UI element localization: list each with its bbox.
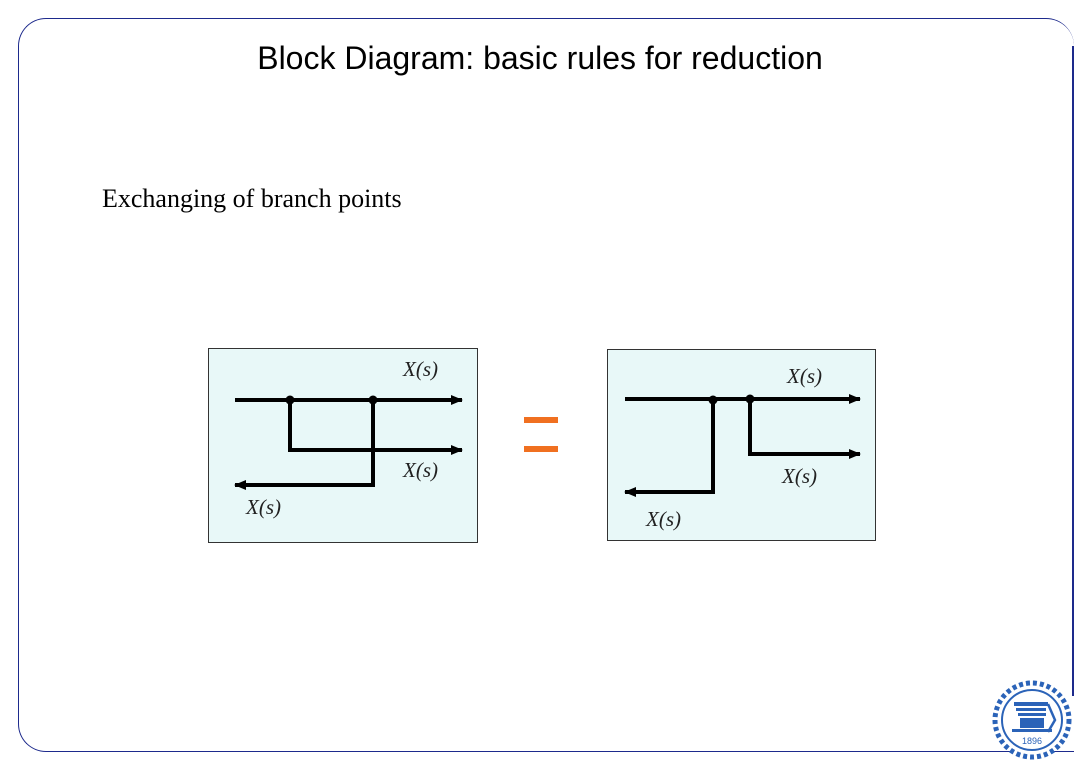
left-branch-point-2 (368, 395, 378, 405)
right-label-middle: X(s) (782, 464, 817, 488)
university-logo-icon: 1896 (992, 680, 1072, 760)
right-label-top: X(s) (787, 364, 822, 388)
left-branch-diagram: X(s) X(s) X(s) (208, 348, 478, 543)
left-branch-point-1 (285, 395, 295, 405)
left-branch-2-path (234, 400, 375, 490)
slide-title: Block Diagram: basic rules for reduction (257, 40, 823, 76)
left-branch-1-path (288, 400, 463, 455)
slide-frame (18, 18, 1074, 752)
left-label-middle: X(s) (403, 458, 438, 482)
right-branch-point-1 (708, 395, 718, 405)
left-diagram-lines (234, 395, 463, 490)
right-branch-down-path (624, 402, 715, 497)
right-diagram-lines (624, 394, 861, 497)
equals-sign-top-bar (524, 417, 558, 423)
equals-sign-bottom-bar (524, 446, 558, 452)
right-label-bottom: X(s) (646, 507, 681, 531)
slide-frame-right-edge (1072, 46, 1074, 696)
left-label-top: X(s) (403, 357, 438, 381)
right-branch-right-path (748, 399, 861, 459)
right-branch-diagram: X(s) X(s) X(s) (607, 349, 876, 541)
right-branch-point-2 (745, 394, 755, 404)
left-label-bottom: X(s) (246, 495, 281, 519)
logo-year: 1896 (1022, 736, 1042, 746)
slide-subtitle: Exchanging of branch points (102, 184, 402, 213)
